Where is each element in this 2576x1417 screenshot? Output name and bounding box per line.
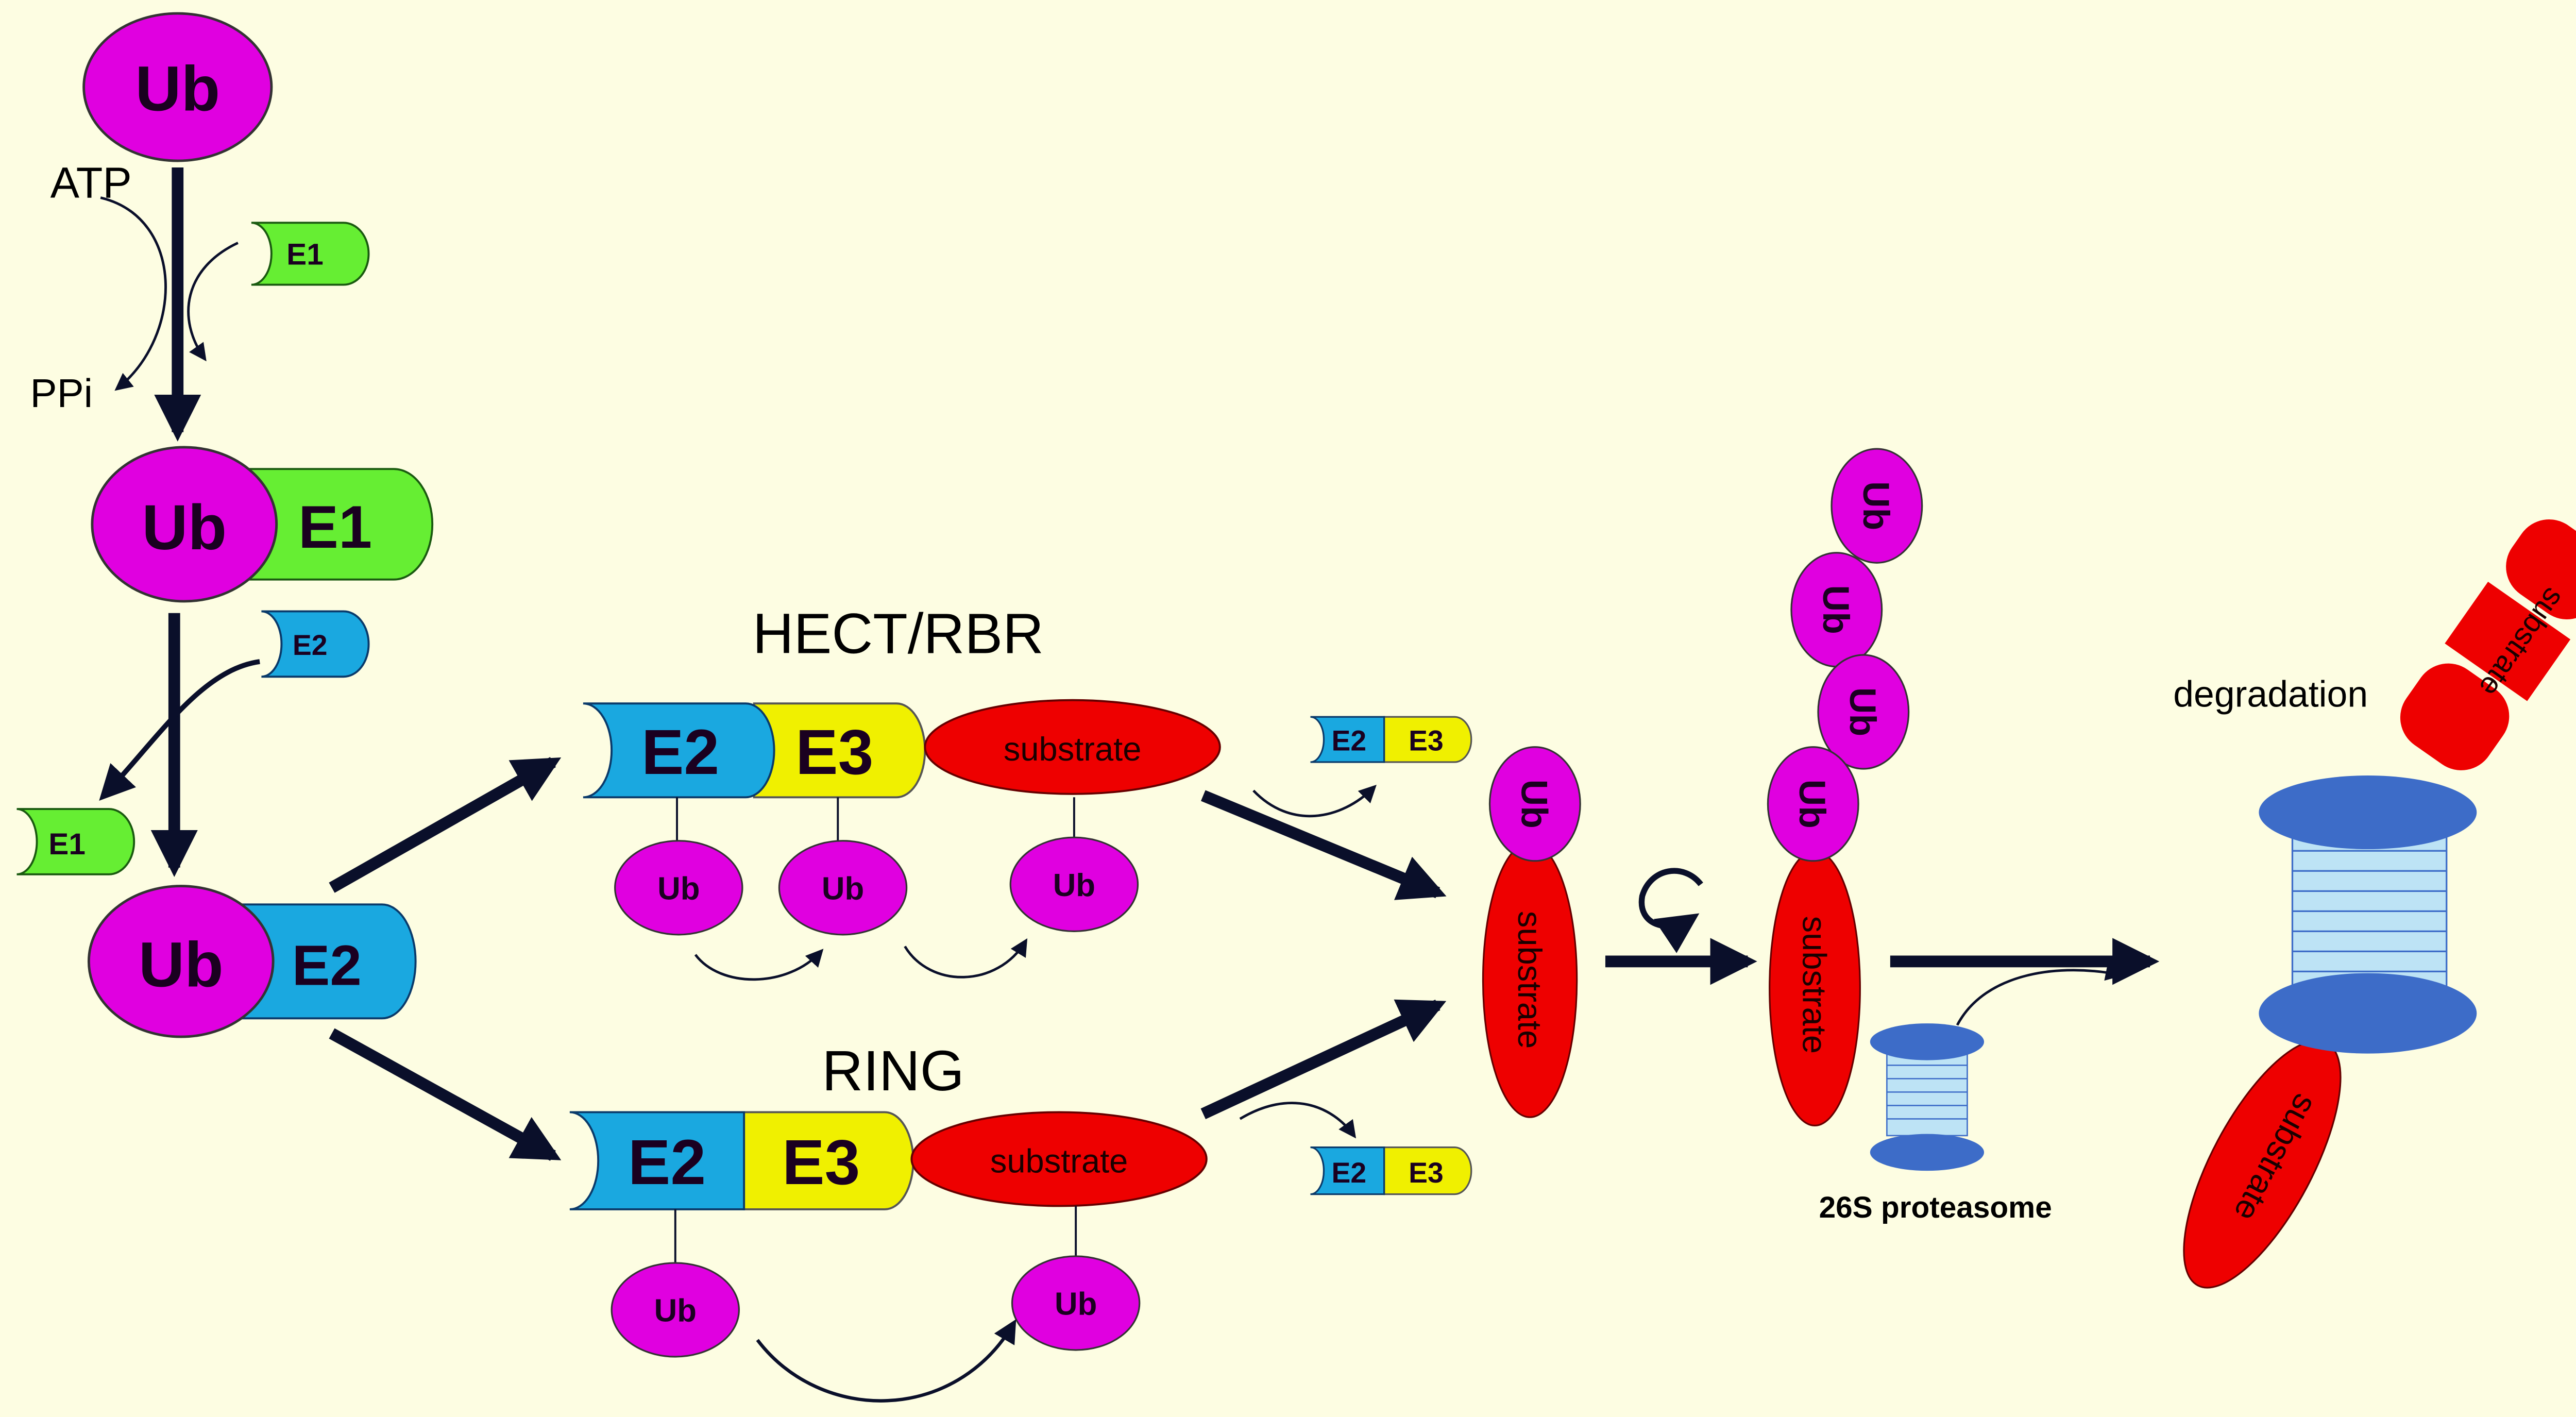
svg-text:Ub: Ub	[1055, 1287, 1097, 1322]
svg-text:substrate: substrate	[1004, 730, 1142, 768]
degradation-label: degradation	[2173, 674, 2368, 715]
svg-text:Ub: Ub	[1815, 585, 1856, 634]
ppi-label: PPi	[30, 370, 93, 416]
ring-ub-links	[674, 1206, 1077, 1263]
svg-text:E3: E3	[782, 1127, 860, 1198]
ub-hect-1: Ub	[614, 840, 743, 936]
svg-text:Ub: Ub	[1513, 780, 1554, 829]
e1-enzyme: E1	[251, 222, 370, 286]
svg-text:Ub: Ub	[139, 930, 224, 1001]
arrow-ub-transfer-1	[694, 949, 824, 981]
hect-rbr-title: HECT/RBR	[753, 602, 1044, 666]
arrow-e1-release	[99, 659, 260, 801]
cycle-arrow-icon	[1638, 868, 1703, 953]
ub-e1-complex: E1 Ub	[91, 446, 434, 603]
svg-text:E2: E2	[292, 934, 362, 997]
ub-hect-2: Ub	[778, 840, 908, 936]
proteasome-label: 26S proteasome	[1819, 1191, 2052, 1224]
e2-e3-released-top: E2 E3	[1310, 716, 1472, 763]
svg-text:Ub: Ub	[822, 871, 864, 907]
arrow-hect-to-substrate	[1200, 790, 1447, 900]
svg-text:E3: E3	[795, 717, 873, 788]
svg-text:E3: E3	[1409, 724, 1444, 756]
svg-text:E2: E2	[1331, 724, 1366, 756]
ub-ring-1: Ub	[611, 1262, 740, 1358]
svg-text:Ub: Ub	[1855, 481, 1896, 530]
svg-text:Ub: Ub	[1791, 780, 1833, 829]
arrow-proteasome-bind	[1956, 963, 2124, 1026]
svg-text:substrate: substrate	[1796, 916, 1834, 1054]
svg-text:E1: E1	[298, 493, 372, 561]
polyubiquitinated-substrate: substrate Ub Ub Ub Ub	[1767, 448, 1923, 1127]
hect-e2-e3-complex: E3 E2 substrate	[583, 699, 1221, 799]
svg-text:E2: E2	[1331, 1157, 1366, 1189]
svg-text:substrate: substrate	[990, 1142, 1128, 1179]
svg-text:substrate: substrate	[1511, 911, 1549, 1049]
svg-text:Ub: Ub	[657, 871, 700, 907]
arrow-release-top	[1252, 784, 1377, 818]
svg-text:Ub: Ub	[654, 1293, 697, 1329]
arrow-ub-transfer-2	[904, 938, 1028, 979]
ubiquitin-free: Ub	[82, 12, 273, 162]
hect-ub-transfer	[676, 797, 1075, 841]
svg-text:Ub: Ub	[1842, 687, 1883, 736]
monoubiquitinated-substrate: substrate Ub	[1482, 746, 1581, 1118]
svg-text:E2: E2	[293, 629, 328, 661]
svg-text:E1: E1	[48, 828, 86, 861]
arrow-e1-bind	[187, 242, 239, 362]
arrow-to-ring	[329, 1028, 562, 1161]
atp-label: ATP	[50, 158, 132, 207]
arrow-atp-ppi	[100, 196, 167, 391]
svg-text:Ub: Ub	[135, 54, 220, 125]
e1-released: E1	[16, 808, 135, 875]
e2-e3-released-bottom: E2 E3	[1310, 1146, 1472, 1195]
ub-ring-2: Ub	[1011, 1255, 1141, 1351]
ring-e2-e3-complex: E3 E2 substrate	[569, 1111, 1208, 1210]
proteasome-small	[1870, 1023, 1985, 1171]
svg-text:E3: E3	[1409, 1157, 1444, 1189]
ring-title: RING	[822, 1039, 964, 1103]
arrow-to-hect	[329, 757, 562, 893]
arrow-ring-transfer	[756, 1319, 1016, 1403]
arrow-ring-to-substrate	[1200, 999, 1447, 1119]
ub-e2-complex: E2 Ub	[87, 885, 417, 1038]
e2-enzyme: E2	[261, 610, 370, 678]
svg-text:E1: E1	[286, 238, 324, 272]
arrow-release-bottom	[1239, 1102, 1357, 1139]
svg-text:E2: E2	[628, 1127, 706, 1198]
ub-hect-3: Ub	[1009, 836, 1139, 932]
svg-text:Ub: Ub	[1053, 868, 1095, 903]
svg-text:E2: E2	[641, 717, 719, 788]
svg-text:Ub: Ub	[142, 492, 227, 563]
